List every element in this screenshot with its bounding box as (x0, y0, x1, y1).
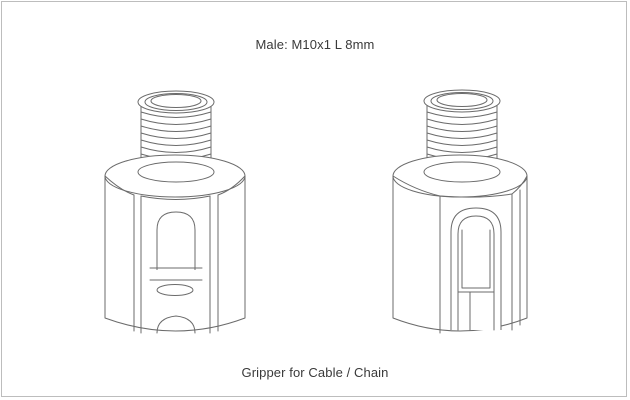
gripper-side-view (392, 89, 528, 334)
description-label: Gripper for Cable / Chain (241, 365, 389, 380)
body-right (392, 154, 528, 334)
thread-left (137, 90, 215, 176)
gripper-front-view (104, 90, 246, 334)
spec-label: Male: M10x1 L 8mm (255, 37, 375, 52)
body-left (104, 154, 246, 334)
